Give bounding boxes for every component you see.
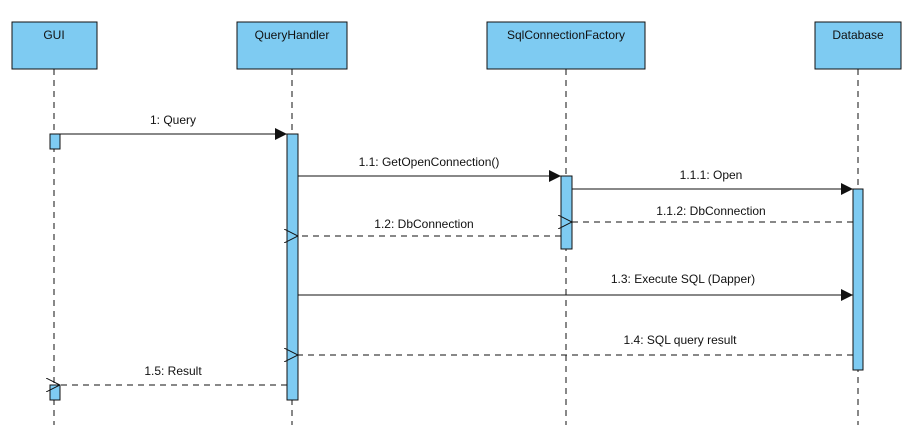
participant-label: Database xyxy=(832,28,884,42)
message-db-connection-return[interactable]: 1.1.2: DbConnection xyxy=(572,204,853,222)
activation-database xyxy=(852,188,864,371)
message-label: 1.1: GetOpenConnection() xyxy=(359,155,500,169)
message-label: 1.5: Result xyxy=(144,364,202,378)
message-label: 1.3: Execute SQL (Dapper) xyxy=(611,272,755,286)
participant-gui[interactable]: GUI xyxy=(11,21,98,70)
participant-database[interactable]: Database xyxy=(814,21,902,70)
message-label: 1: Query xyxy=(150,113,196,127)
participant-box xyxy=(486,21,646,70)
message-sql-query-result[interactable]: 1.4: SQL query result xyxy=(298,333,853,355)
activation-gui-1 xyxy=(49,133,61,150)
participant-label: SqlConnectionFactory xyxy=(507,28,625,42)
participant-box xyxy=(814,21,902,70)
message-result[interactable]: 1.5: Result xyxy=(60,364,287,385)
message-execute-sql[interactable]: 1.3: Execute SQL (Dapper) xyxy=(298,272,853,301)
participant-sql-connection-factory[interactable]: SqlConnectionFactory xyxy=(486,21,646,70)
activation-gui-2 xyxy=(49,384,61,401)
message-label: 1.1.1: Open xyxy=(680,168,743,182)
participant-box xyxy=(11,21,98,70)
message-db-connection-return-2[interactable]: 1.2: DbConnection xyxy=(298,217,561,236)
participant-label: QueryHandler xyxy=(255,28,330,42)
activations xyxy=(49,133,864,401)
message-label: 1.4: SQL query result xyxy=(624,333,738,347)
message-open[interactable]: 1.1.1: Open xyxy=(572,168,853,195)
message-get-open-connection[interactable]: 1.1: GetOpenConnection() xyxy=(298,155,561,182)
message-label: 1.1.2: DbConnection xyxy=(656,204,765,218)
participant-label: GUI xyxy=(43,28,64,42)
message-query[interactable]: 1: Query xyxy=(60,113,287,140)
activation-query-handler xyxy=(286,133,299,401)
message-label: 1.2: DbConnection xyxy=(374,217,473,231)
participant-box xyxy=(236,21,348,70)
participant-query-handler[interactable]: QueryHandler xyxy=(236,21,348,70)
activation-sql-connection-factory xyxy=(560,175,573,250)
